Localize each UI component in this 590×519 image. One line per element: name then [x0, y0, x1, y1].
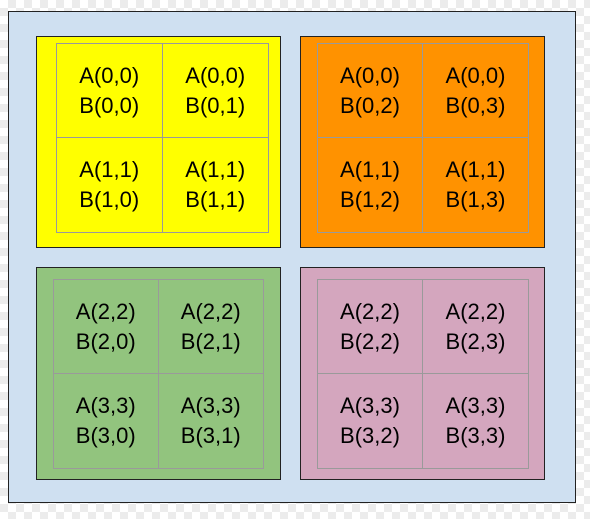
grid-cell: A(3,3) B(3,3) [423, 374, 528, 468]
block-grid: A(0,0) B(0,0) A(0,0) B(0,1) A(1,1) B(1,0… [56, 43, 269, 233]
grid-cell: A(2,2) B(2,3) [423, 280, 528, 374]
grid-cell: A(2,2) B(2,1) [158, 280, 263, 374]
cell-b-label: B(0,2) [340, 92, 400, 118]
cell-b-label: B(0,0) [79, 92, 140, 118]
grid-cell: A(1,1) B(1,2) [318, 138, 423, 232]
cell-b-label: B(2,2) [340, 328, 400, 354]
cell-a-label: A(2,2) [75, 298, 136, 324]
cell-a-label: A(0,0) [79, 62, 140, 88]
cell-a-label: A(3,3) [75, 393, 136, 418]
cell-a-label: A(1,1) [79, 157, 140, 182]
cell-a-label: A(0,0) [340, 62, 400, 88]
cell-b-label: B(2,3) [445, 328, 506, 354]
cell-a-label: A(3,3) [445, 393, 506, 418]
cell-a-label: A(1,1) [445, 157, 506, 182]
cell-b-label: B(1,0) [79, 187, 140, 212]
cell-b-label: B(2,1) [180, 328, 241, 354]
grid-cell: A(3,3) B(3,2) [318, 374, 423, 468]
quadrant-top-left: A(0,0) B(0,0) A(0,0) B(0,1) A(1,1) B(1,0… [36, 36, 281, 248]
quadrant-top-right: A(0,0) B(0,2) A(0,0) B(0,3) A(1,1) B(1,2… [300, 36, 545, 248]
cell-b-label: B(1,1) [185, 187, 246, 212]
cell-a-label: A(2,2) [340, 298, 400, 324]
cell-b-label: B(1,2) [340, 187, 400, 212]
cell-b-label: B(1,3) [445, 187, 506, 212]
cell-a-label: A(3,3) [180, 393, 241, 418]
block-grid: A(2,2) B(2,2) A(2,2) B(2,3) A(3,3) B(3,2… [317, 279, 529, 469]
quadrant-bottom-right: A(2,2) B(2,2) A(2,2) B(2,3) A(3,3) B(3,2… [300, 267, 545, 480]
cell-b-label: B(0,1) [185, 92, 246, 118]
grid-cell: A(2,2) B(2,2) [318, 280, 423, 374]
quadrant-bottom-left: A(2,2) B(2,0) A(2,2) B(2,1) A(3,3) B(3,0… [36, 267, 281, 480]
grid-cell: A(3,3) B(3,1) [159, 374, 264, 468]
cell-b-label: B(3,1) [180, 423, 241, 448]
grid-cell: A(0,0) B(0,0) [57, 44, 163, 138]
grid-cell: A(1,1) B(1,1) [163, 138, 269, 232]
grid-cell: A(2,2) B(2,0) [54, 280, 159, 374]
cell-a-label: A(2,2) [180, 298, 241, 324]
grid-cell: A(0,0) B(0,1) [162, 44, 268, 138]
cell-b-label: B(3,2) [340, 423, 400, 448]
cell-b-label: B(2,0) [75, 328, 136, 354]
cell-a-label: A(3,3) [340, 393, 400, 418]
grid-cell: A(1,1) B(1,3) [423, 138, 528, 232]
diagram-container: A(0,0) B(0,0) A(0,0) B(0,1) A(1,1) B(1,0… [8, 11, 576, 503]
grid-cell: A(3,3) B(3,0) [54, 374, 159, 468]
cell-b-label: B(3,3) [445, 423, 506, 448]
cell-a-label: A(2,2) [445, 298, 506, 324]
cell-a-label: A(0,0) [185, 62, 246, 88]
cell-a-label: A(1,1) [185, 157, 246, 182]
block-grid: A(0,0) B(0,2) A(0,0) B(0,3) A(1,1) B(1,2… [317, 43, 529, 233]
block-grid: A(2,2) B(2,0) A(2,2) B(2,1) A(3,3) B(3,0… [53, 279, 264, 469]
grid-cell: A(1,1) B(1,0) [57, 138, 163, 232]
grid-cell: A(0,0) B(0,2) [318, 44, 423, 138]
grid-cell: A(0,0) B(0,3) [423, 44, 528, 138]
cell-a-label: A(1,1) [340, 157, 400, 182]
cell-b-label: B(0,3) [445, 92, 506, 118]
cell-a-label: A(0,0) [445, 62, 506, 88]
cell-b-label: B(3,0) [75, 423, 136, 448]
